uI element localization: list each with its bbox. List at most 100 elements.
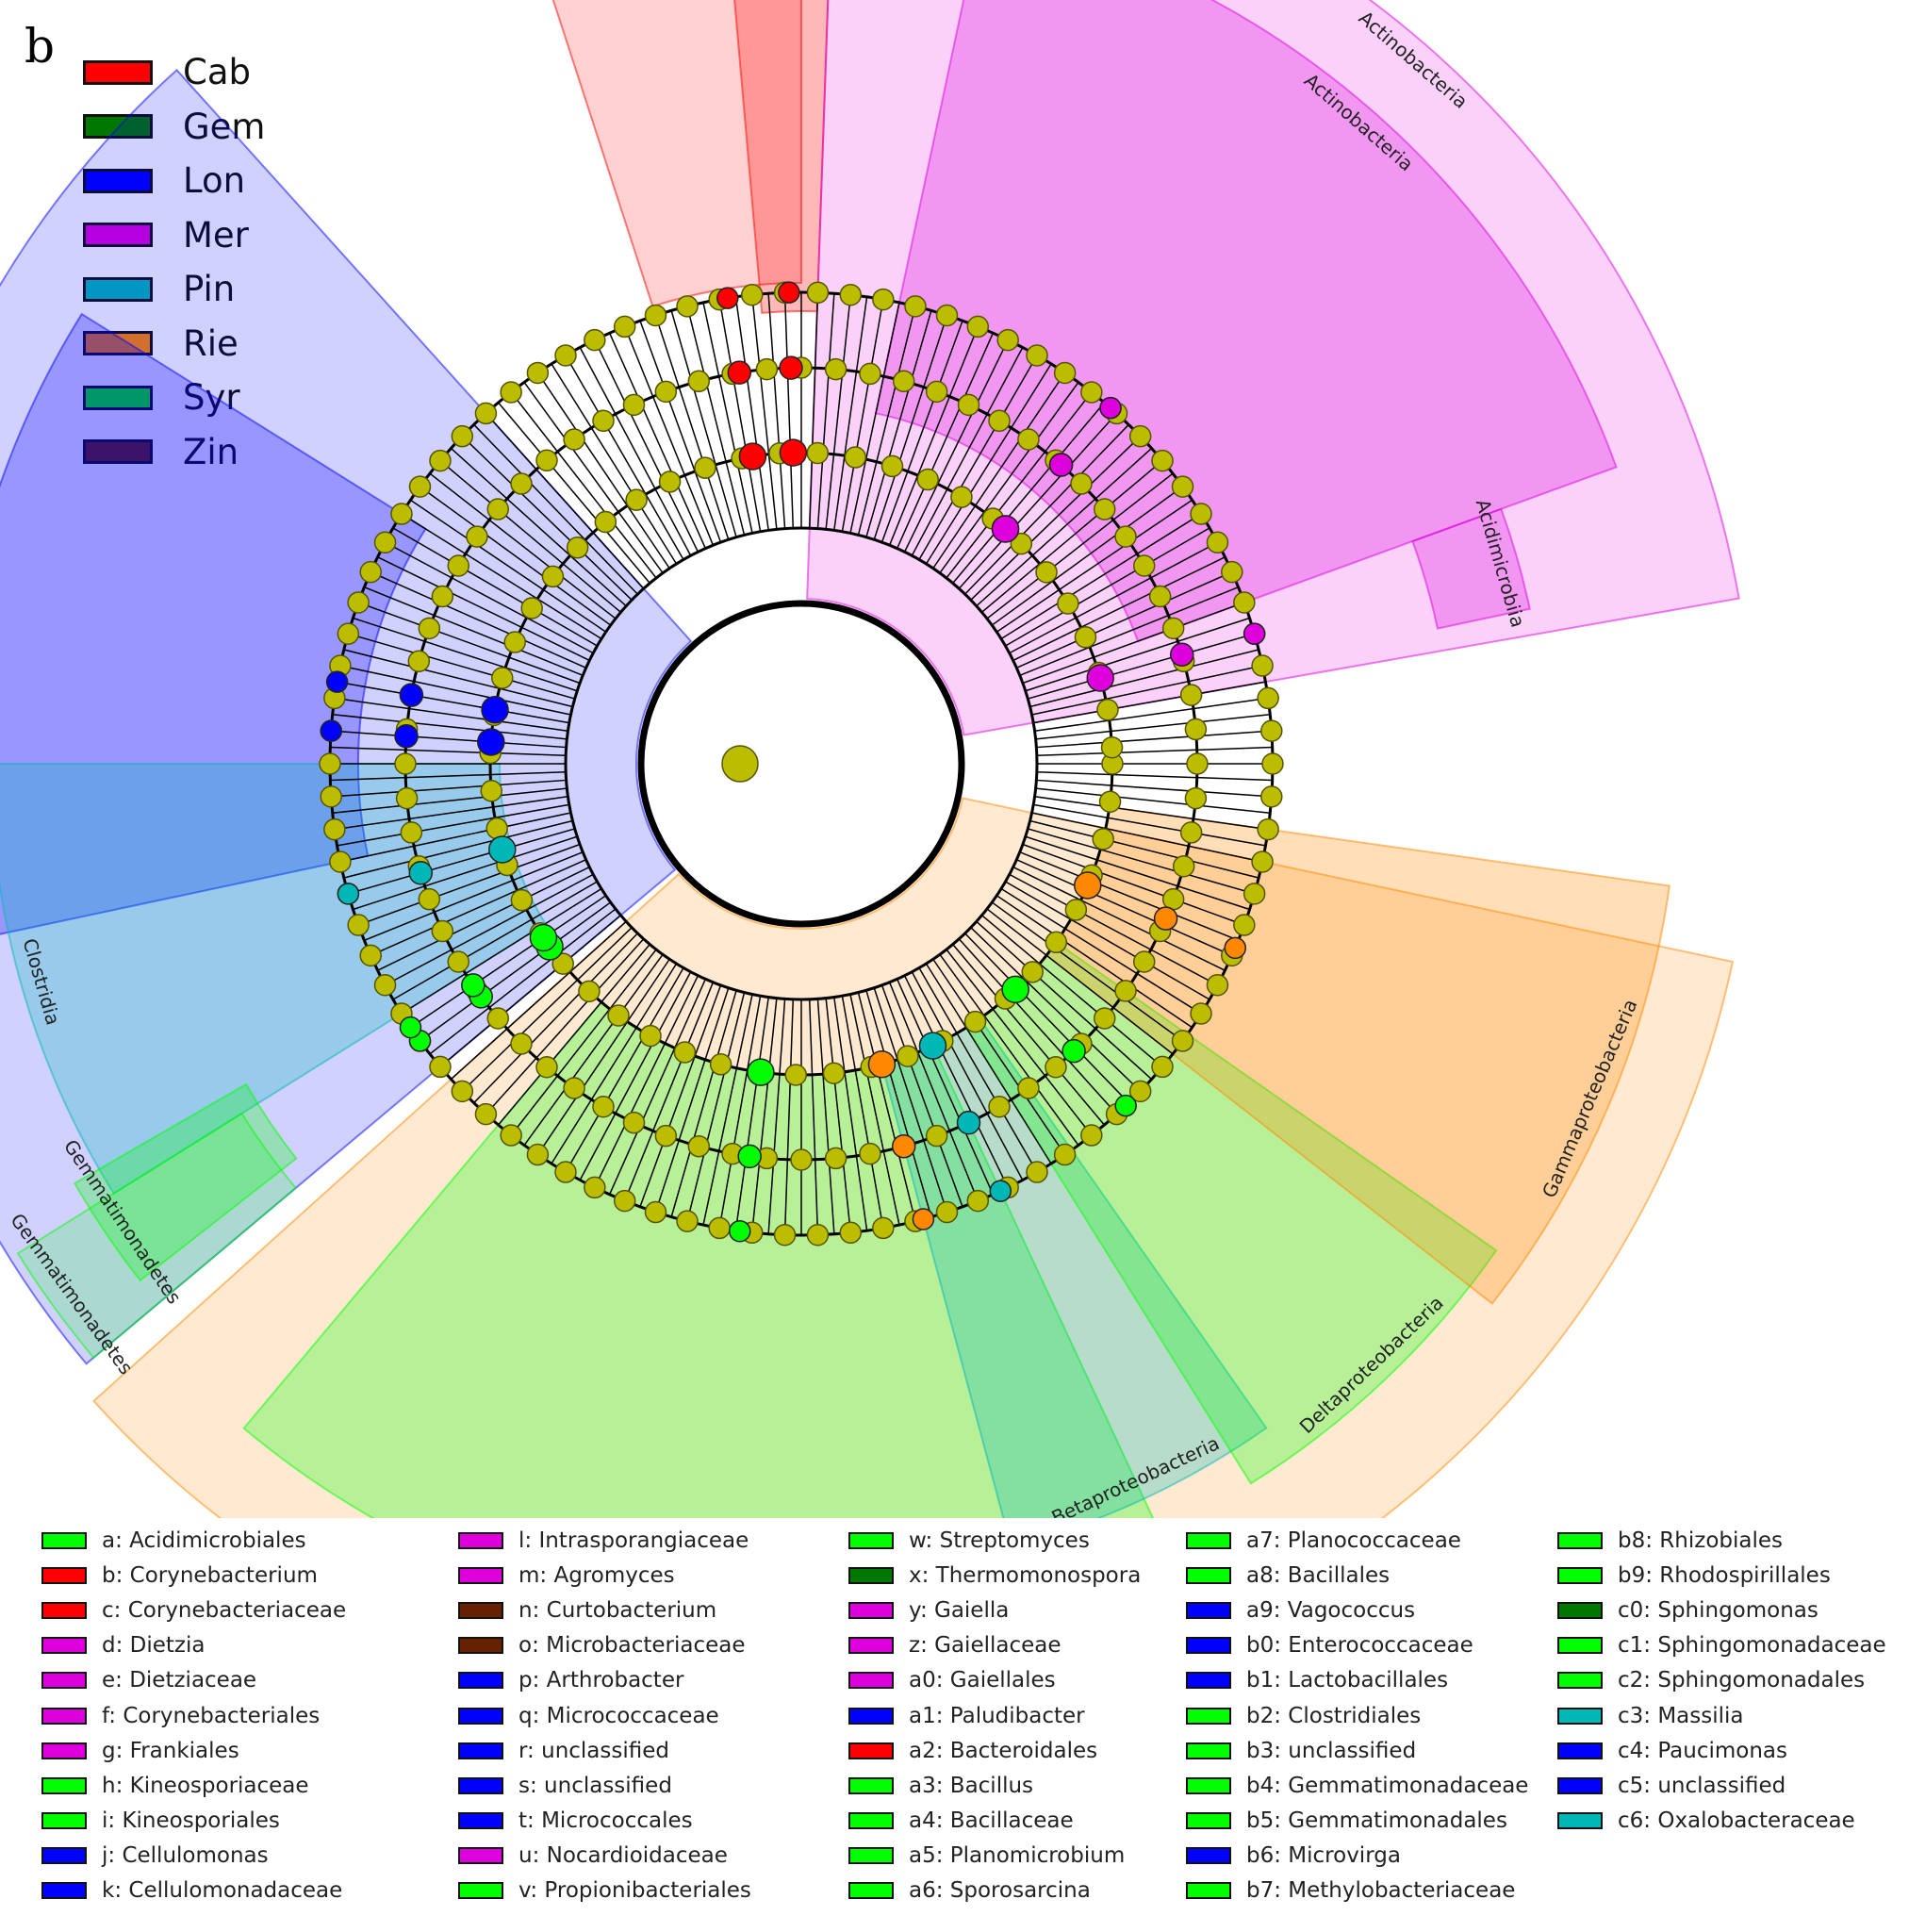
group-legend-item-cab: Cab	[83, 45, 265, 100]
tree-branch	[339, 812, 571, 863]
tree-branch	[332, 787, 568, 815]
taxon-label: c0: Sphingomonas	[1618, 1597, 1818, 1623]
tree-branch	[485, 412, 645, 589]
tree-branch	[880, 320, 963, 543]
tree-branch	[1036, 770, 1273, 782]
taxon-legend-column: a7: Planococcaceae a8: Bacillales a9: Va…	[1186, 1523, 1528, 1908]
tree-node	[447, 950, 470, 973]
tree-branch	[510, 949, 657, 1136]
tree-branch	[1016, 858, 1233, 957]
tree-node	[1260, 785, 1283, 808]
tree-node	[329, 850, 352, 873]
clade-sector	[551, 0, 802, 308]
tree-node	[806, 441, 830, 465]
tree-node	[485, 817, 508, 840]
tree-branch	[330, 746, 567, 757]
taxon-label: g: Frankiales	[102, 1738, 239, 1763]
tree-node	[622, 1111, 646, 1134]
tree-branch	[888, 326, 979, 546]
legend-label: Mer	[183, 214, 249, 256]
tree-node	[950, 486, 973, 508]
legend-label: Lon	[183, 160, 246, 202]
group-legend-item-pin: Pin	[83, 262, 265, 317]
taxon-legend-item: b2: Clostridiales	[1186, 1698, 1528, 1733]
tree-node	[563, 428, 585, 451]
taxon-label: a5: Planomicrobium	[909, 1843, 1126, 1869]
tree-branch	[911, 347, 1024, 556]
tree-node	[935, 1200, 959, 1224]
tree-branch	[353, 835, 578, 911]
legend-swatch	[41, 1637, 87, 1655]
tree-branch	[825, 998, 852, 1233]
legend-swatch	[83, 276, 153, 302]
tree-branch	[873, 315, 948, 540]
tree-node	[584, 1176, 606, 1199]
root-node	[721, 745, 759, 783]
taxon-label: c3: Massilia	[1618, 1703, 1744, 1728]
legend-swatch	[1557, 1637, 1603, 1655]
tree-branch	[783, 292, 795, 529]
tree-node	[359, 560, 382, 584]
taxon-legend-item: m: Agromyces	[458, 1558, 751, 1593]
clade-sector	[0, 68, 693, 1365]
tree-node	[1128, 424, 1152, 448]
tree-branch	[330, 770, 567, 782]
tree-branch	[991, 486, 1183, 626]
tree-node	[1184, 718, 1208, 741]
tree-branch	[996, 895, 1193, 1029]
tree-branch	[1005, 527, 1210, 647]
tree-branch	[1029, 819, 1259, 879]
tree-node-highlight	[1048, 453, 1074, 477]
taxon-label: a2: Bacteroidales	[909, 1738, 1098, 1763]
tree-branch	[718, 299, 762, 532]
tree-branch	[429, 472, 617, 619]
tree-branch	[377, 866, 590, 971]
tree-node	[1261, 752, 1284, 775]
taxon-label: b7: Methylobacteriaceae	[1246, 1878, 1516, 1904]
taxon-legend: a: Acidimicrobiales b: Corynebacterium c…	[38, 1523, 1904, 1928]
tree-node	[337, 622, 360, 645]
tree-node	[1233, 914, 1256, 936]
taxon-label: s: unclassified	[518, 1773, 672, 1798]
tree-node	[708, 1216, 731, 1240]
tree-branch	[594, 339, 699, 553]
tree-ring	[637, 600, 965, 928]
tree-node	[1053, 1143, 1077, 1166]
tree-branch	[918, 967, 1038, 1173]
legend-swatch	[458, 1566, 503, 1584]
taxon-legend-item: j: Cellulomonas	[41, 1839, 346, 1874]
group-legend-item-gem: Gem	[83, 100, 265, 155]
tree-node-highlight	[738, 442, 767, 471]
tree-node	[1151, 1055, 1174, 1079]
taxon-label: c4: Paucimonas	[1618, 1738, 1788, 1763]
tree-branch	[343, 649, 573, 708]
taxon-label: b2: Clostridiales	[1246, 1703, 1422, 1728]
tree-branch	[986, 472, 1174, 619]
tree-node	[584, 328, 606, 352]
tree-branch	[783, 999, 795, 1235]
tree-node	[755, 357, 779, 381]
tree-node	[859, 362, 881, 386]
taxon-legend-item: a5: Planomicrobium	[848, 1839, 1141, 1874]
tree-branch	[348, 828, 575, 895]
tree-branch	[334, 697, 568, 732]
tree-node	[1151, 449, 1174, 472]
group-legend-item-zin: Zin	[83, 425, 265, 480]
taxon-legend-item: a8: Bacillales	[1186, 1558, 1528, 1593]
legend-swatch	[1186, 1531, 1231, 1549]
tree-node	[859, 1142, 881, 1165]
taxon-label: b5: Gemmatimonadales	[1246, 1808, 1507, 1834]
tree-node	[510, 888, 534, 912]
tree-node	[323, 817, 346, 841]
taxon-label: a0: Gaiellales	[909, 1668, 1056, 1693]
tree-node	[566, 537, 589, 559]
tree-node	[925, 1124, 948, 1148]
tree-branch	[952, 944, 1105, 1126]
tree-node	[740, 283, 764, 306]
tree-node	[966, 1189, 990, 1213]
tree-branch	[903, 975, 1009, 1188]
legend-swatch	[1186, 1812, 1231, 1830]
tree-node	[687, 370, 711, 393]
tree-branch	[439, 460, 621, 613]
tree-branch	[343, 819, 573, 879]
